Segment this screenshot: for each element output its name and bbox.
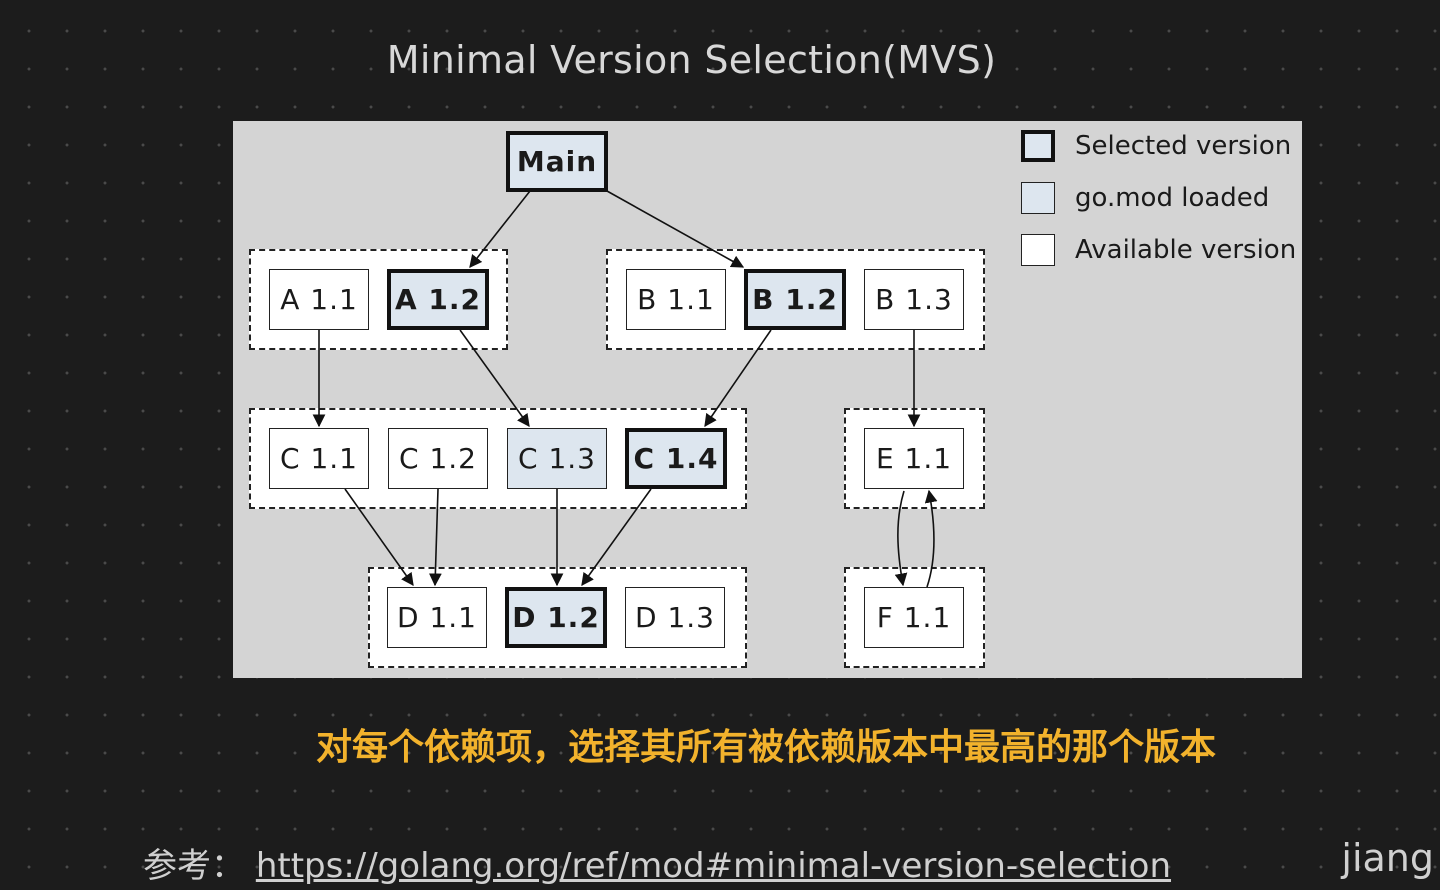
edge-main-b12 (606, 190, 745, 268)
node-b-1-1: B 1.1 (626, 269, 726, 330)
legend-selected-swatch (1021, 130, 1055, 162)
author-name: jiang (1341, 836, 1434, 880)
reference-line: 参考： https://golang.org/ref/mod#minimal-v… (143, 838, 1171, 887)
node-d-1-1: D 1.1 (387, 587, 487, 648)
node-e-1-1: E 1.1 (864, 428, 964, 489)
mvs-diagram-panel: Main A 1.1 A 1.2 B 1.1 B 1.2 B 1.3 C 1.1… (233, 121, 1302, 678)
node-a-1-2: A 1.2 (387, 269, 489, 330)
node-c-1-1: C 1.1 (269, 428, 369, 489)
node-f-1-1: F 1.1 (864, 587, 964, 648)
legend-loaded: go.mod loaded (1021, 182, 1269, 214)
node-c-1-4: C 1.4 (625, 428, 727, 489)
reference-link[interactable]: https://golang.org/ref/mod#minimal-versi… (255, 846, 1172, 886)
edge-main-a12 (469, 190, 531, 269)
node-c-1-3: C 1.3 (507, 428, 607, 489)
edge-c14-d12 (581, 488, 652, 587)
edge-a12-c13 (459, 329, 530, 428)
node-d-1-3: D 1.3 (625, 587, 725, 648)
edge-b12-c14 (704, 329, 772, 428)
legend-loaded-label: go.mod loaded (1075, 183, 1270, 213)
node-b-1-2: B 1.2 (744, 269, 846, 330)
node-main: Main (506, 131, 608, 192)
legend-selected-label: Selected version (1075, 131, 1292, 161)
edge-e11-f11 (894, 490, 908, 587)
edge-c12-d11 (428, 488, 442, 587)
legend-loaded-swatch (1021, 182, 1055, 214)
legend-available-label: Available version (1075, 235, 1297, 265)
legend-available-swatch (1021, 234, 1055, 266)
slide-title: Minimal Version Selection(MVS) (386, 38, 997, 82)
dependency-edges (312, 190, 938, 588)
legend-available: Available version (1021, 234, 1296, 266)
node-b-1-3: B 1.3 (864, 269, 964, 330)
edge-f11-e11 (924, 489, 938, 588)
legend-selected: Selected version (1021, 130, 1291, 162)
node-d-1-2: D 1.2 (505, 587, 607, 648)
slide-caption: 对每个依赖项，选择其所有被依赖版本中最高的那个版本 (315, 727, 1216, 768)
edge-c11-d11 (344, 488, 414, 587)
node-c-1-2: C 1.2 (388, 428, 488, 489)
node-a-1-1: A 1.1 (269, 269, 369, 330)
reference-prefix: 参考： (143, 846, 245, 886)
